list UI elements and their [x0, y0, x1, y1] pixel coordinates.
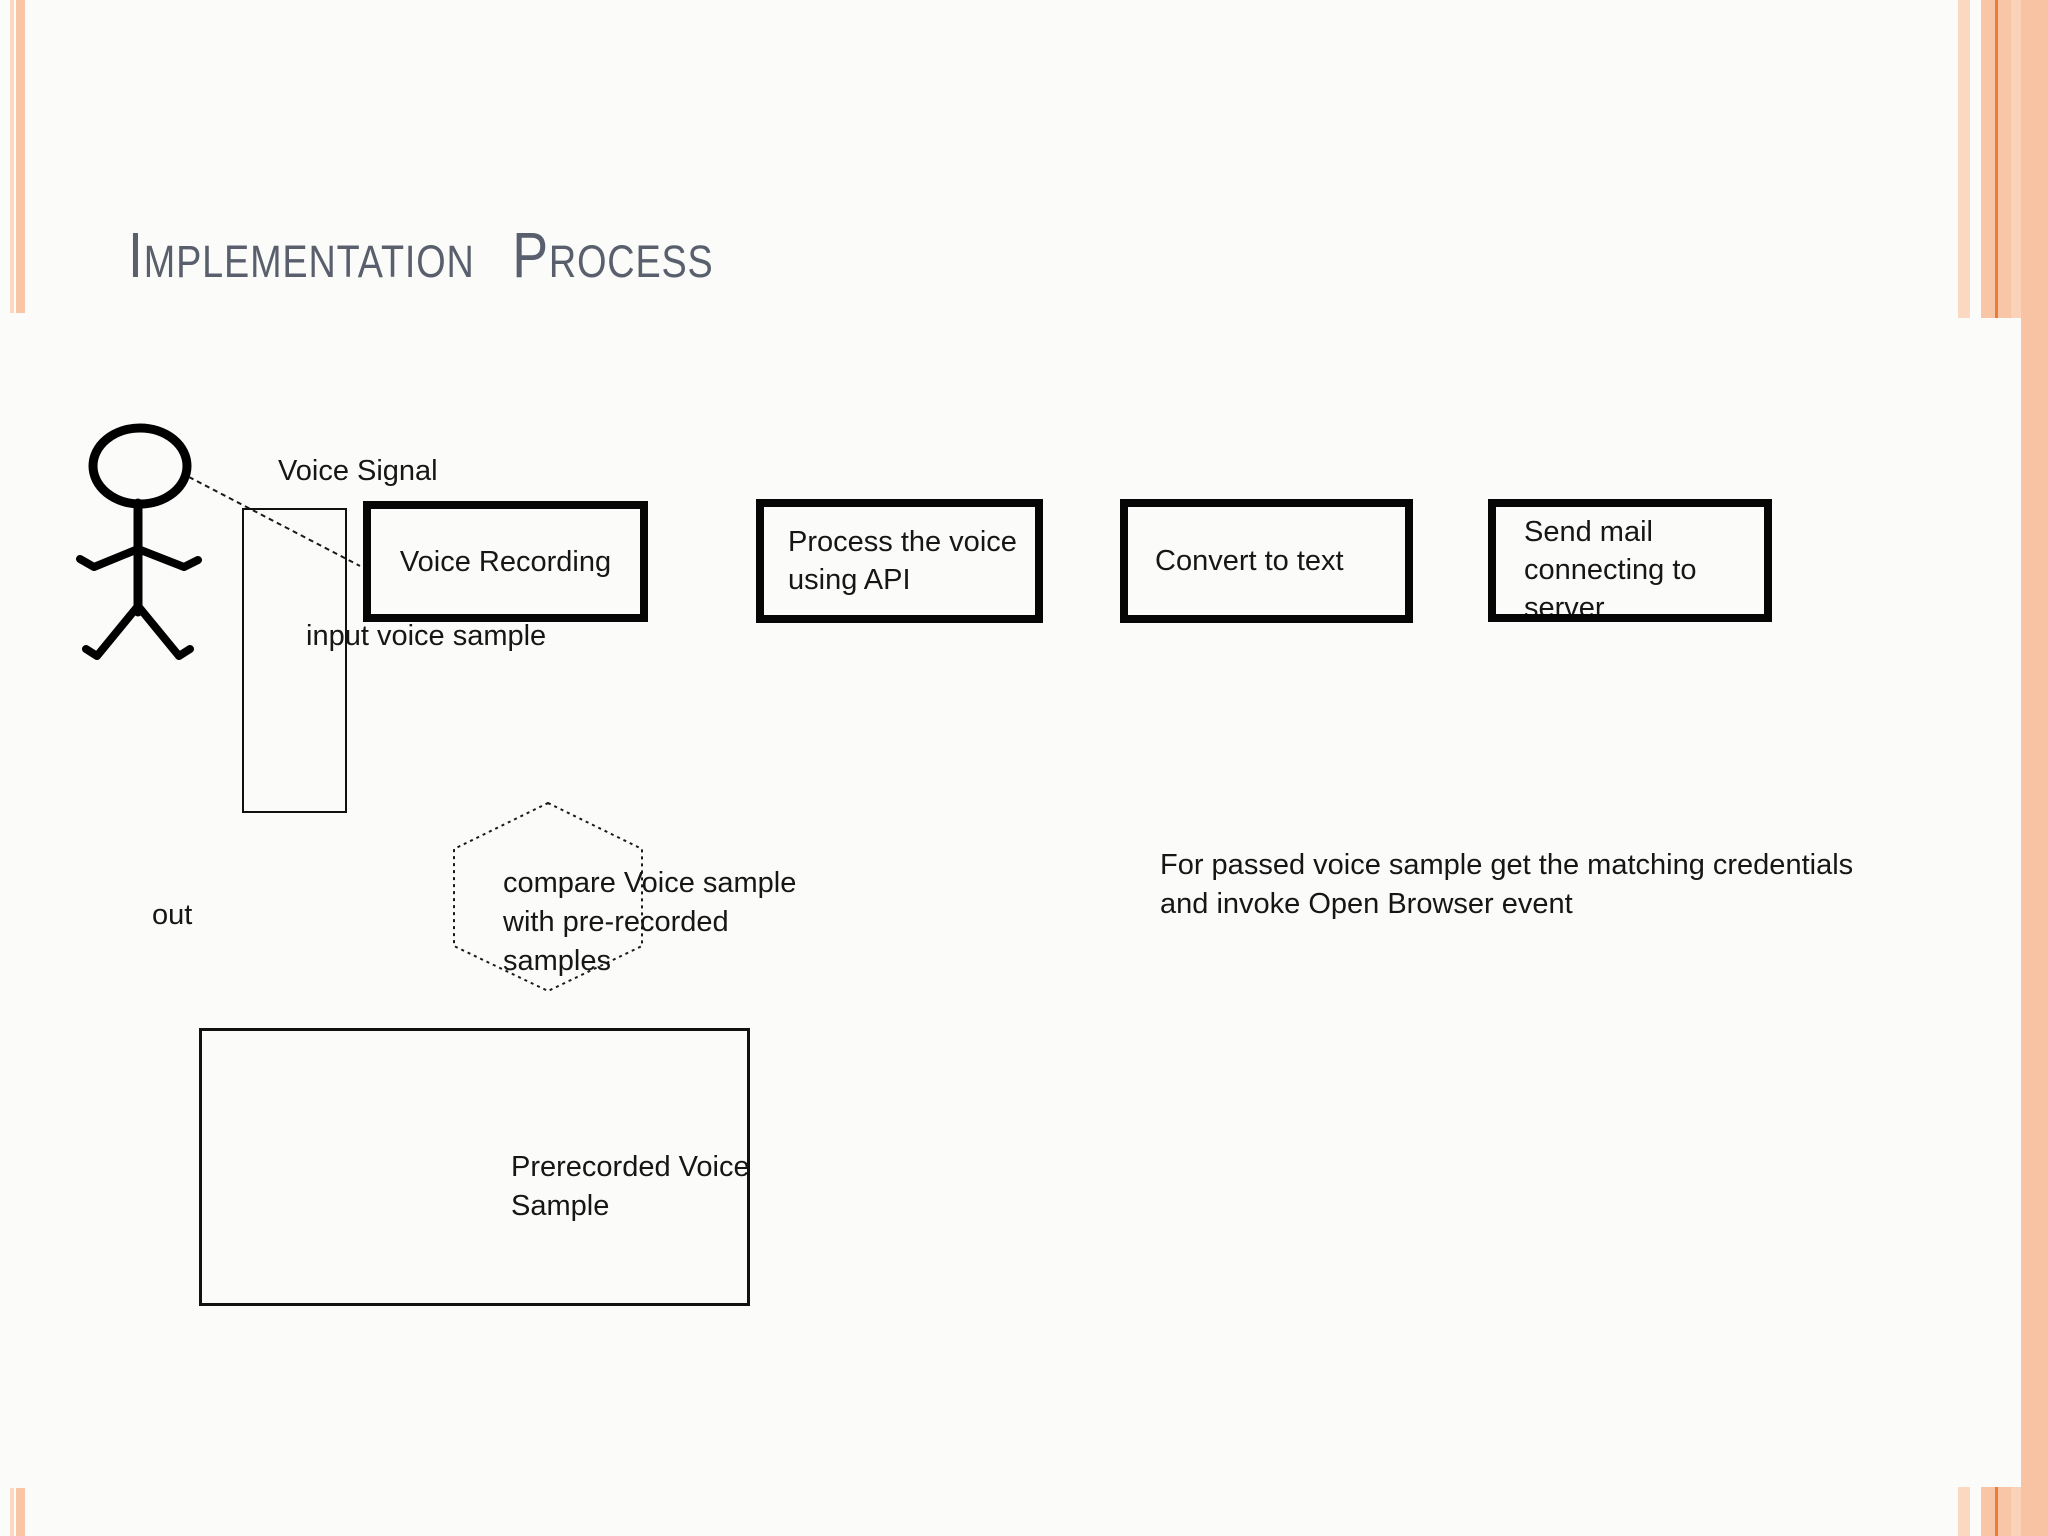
right-stripe-light-bottom: [2011, 1487, 2021, 1536]
right-edge-band: [2021, 0, 2048, 1536]
prerecorded-voice-sample-line1: Prerecorded Voice: [511, 1151, 750, 1183]
stick-figure-icon: [76, 423, 202, 660]
prerecorded-voice-sample-box: Prerecorded Voice Sample: [199, 1028, 750, 1306]
left-stripe-pale-top: [10, 0, 14, 313]
left-stripe-mid-bottom: [16, 1488, 25, 1536]
send-mail-box-label-line1: Send mail: [1524, 516, 1653, 548]
credentials-note-line1: For passed voice sample get the matching…: [1160, 849, 1854, 881]
right-stripe-pale-bottom: [1958, 1487, 1970, 1536]
left-stripe-mid-top: [16, 0, 25, 313]
right-stripe-accent-line-top: [1995, 0, 1998, 318]
send-mail-box-label-line3: server: [1524, 592, 1605, 622]
right-stripe-accent-line-bottom: [1995, 1487, 1998, 1536]
right-stripe-light-top: [2011, 0, 2021, 318]
compare-hexagon-text: compare Voice sample with pre-recorded s…: [503, 864, 796, 981]
page-title: Implementation Process: [128, 219, 714, 291]
out-label: out: [152, 899, 193, 931]
voice-signal-label: Voice Signal: [278, 455, 438, 487]
voice-recording-box-label: Voice Recording: [399, 545, 612, 578]
voice-recording-box: Voice Recording: [363, 501, 648, 622]
credentials-note: For passed voice sample get the matching…: [1160, 846, 1853, 924]
process-voice-api-box-label-line2: using API: [788, 564, 911, 596]
input-voice-sample-label: input voice sample: [306, 620, 547, 652]
convert-to-text-box: Convert to text: [1120, 499, 1413, 623]
send-mail-box-label-line2: connecting to: [1524, 554, 1697, 586]
process-voice-api-box: Process the voice using API: [756, 499, 1043, 623]
prerecorded-voice-sample-label: Prerecorded Voice Sample: [511, 1148, 750, 1226]
send-mail-box: Send mail connecting to server: [1488, 499, 1772, 622]
left-stripe-pale-bottom: [10, 1488, 14, 1536]
process-voice-api-box-label-line1: Process the voice: [788, 526, 1017, 558]
compare-hexagon-text-line2: with pre-recorded: [503, 906, 729, 938]
compare-hexagon-text-line1: compare Voice sample: [503, 867, 797, 899]
lifeline-rectangle: [242, 508, 347, 813]
compare-hexagon-text-line3: samples: [503, 945, 611, 977]
prerecorded-voice-sample-line2: Sample: [511, 1190, 610, 1222]
right-stripe-pale-top: [1958, 0, 1970, 318]
credentials-note-line2: and invoke Open Browser event: [1160, 888, 1573, 920]
convert-to-text-box-label: Convert to text: [1155, 545, 1344, 577]
